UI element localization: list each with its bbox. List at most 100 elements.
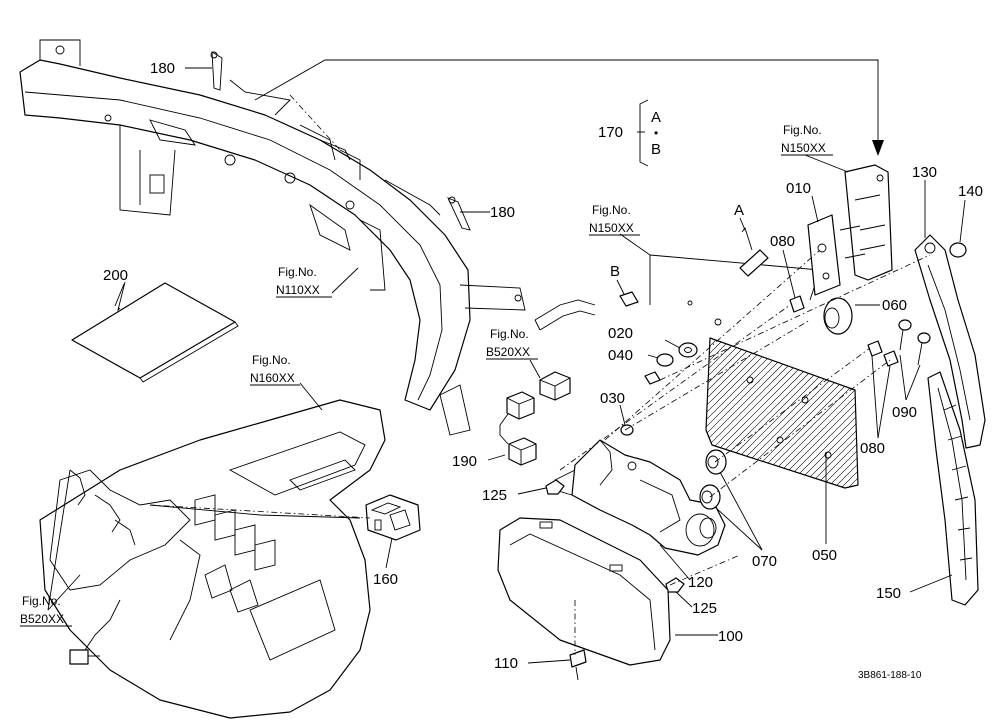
screw-090-a [898,319,912,351]
figure-references: Fig.No. N150XX Fig.No. N150XX Fig.No. N1… [20,123,833,627]
callout-030: 030 [600,390,625,407]
gasket-hatch-line [786,338,858,488]
callout-110: 110 [494,655,518,672]
fig-ref-n150-top-code: N150XX [781,141,826,155]
gasket-hatch-line [772,338,858,488]
callout-160: 160 [373,571,398,588]
marker-a: A [734,202,744,219]
grommet-060 [823,297,853,335]
fig-ref-n160-label: Fig.No. [252,353,291,367]
gasket-hatch-line [706,338,783,488]
bracket-010 [807,214,841,296]
callout-180-lower: 180 [490,204,515,221]
callout-190: 190 [452,453,477,470]
cover-100 [497,517,671,666]
callout-100: 100 [718,628,743,645]
screw-110 [569,649,587,681]
nut-125-left [545,479,565,495]
callout-labels: 180 180 200 170 A • B 010 130 140 080 A … [103,60,983,672]
callout-070: 070 [752,553,777,570]
callout-170: 170 [598,124,623,141]
harness-190 [499,391,537,466]
assembly-centerlines [149,94,931,655]
callout-080-top: 080 [770,233,795,250]
connector-b520 [539,371,571,401]
callout-150: 150 [876,585,901,602]
cap-140 [949,242,967,258]
fig-ref-b520-mid-code: B520XX [486,345,530,359]
bushing-070-upper [705,449,727,475]
fig-ref-b520-mid-label: Fig.No. [490,327,529,341]
pin-180-upper [210,51,223,91]
fig-ref-b520-left-code: B520XX [20,612,64,626]
nut-small-040 [644,371,661,385]
gasket-hatch-line [807,338,858,488]
hose-piece [534,299,596,331]
reference-line-n150 [254,59,879,152]
fig-ref-n150-mid-label: Fig.No. [592,203,631,217]
drawing-code: 3B861-188-10 [858,670,922,681]
callout-040: 040 [608,347,633,364]
callout-010: 010 [786,180,811,197]
gasket-hatch-line [706,338,776,488]
callout-090: 090 [892,404,917,421]
callout-180-upper: 180 [150,60,175,77]
reference-arrowhead [872,140,884,156]
fig-ref-n110-code: N110XX [276,283,320,297]
screw-090-b [917,332,931,366]
bushing-080-right-b [883,350,899,367]
callout-140: 140 [958,183,983,200]
callout-120: 120 [688,574,713,591]
gasket-hatch-line [706,338,755,488]
card-200 [71,282,239,383]
callout-060: 060 [882,297,907,314]
bushing-080-right-a [867,340,883,357]
gasket-hatch-line [706,338,762,488]
callout-125-right: 125 [692,600,717,617]
switch-160 [365,494,421,541]
callout-170-a: A [651,109,661,126]
wiper-arm-130 [914,234,986,449]
bushing-080-top [789,295,805,313]
gasket-hatch-line [793,338,858,488]
gasket-hatch-line [706,338,741,488]
fig-ref-n160-code: N160XX [250,371,295,385]
gasket-hatch-line [706,338,790,488]
nut-b [619,291,639,307]
gasket-hatch-line [800,338,858,488]
wiper-blade-150 [927,371,979,606]
callout-200: 200 [103,267,128,284]
gasket-hatch-line [814,338,858,488]
gasket-hatch-line [828,338,858,488]
harness-connector-left [69,599,121,665]
fig-ref-n150-mid-code: N150XX [589,221,634,235]
fig-ref-n150-top-label: Fig.No. [783,123,822,137]
callout-170-b: B [651,141,661,158]
bracket-n150-top [839,164,893,281]
callout-020: 020 [608,325,633,342]
nut-125-right [665,577,685,593]
gasket-hatch-line [706,338,769,488]
fig-ref-n110-label: Fig.No. [278,265,317,279]
callout-130: 130 [912,164,937,181]
gasket-hatch-line [779,338,858,488]
washer-040 [656,353,674,367]
callout-170-dot: • [654,126,658,140]
stud-a [739,227,769,277]
callout-125-left: 125 [482,487,507,504]
motor-assembly-120 [554,439,726,556]
marker-b: B [610,263,620,280]
pin-180-lower [447,196,471,231]
callout-050: 050 [812,547,837,564]
dash-panel [39,399,386,719]
washer-020 [678,342,698,358]
ring-030 [620,424,634,436]
roof-frame [19,39,526,436]
bracket-plate [649,254,821,326]
leader-lines [47,67,966,664]
gasket-hatch-line [706,338,748,488]
fig-ref-b520-left-label: Fig.No. [22,594,61,608]
gasket-hatch-line [821,338,858,488]
